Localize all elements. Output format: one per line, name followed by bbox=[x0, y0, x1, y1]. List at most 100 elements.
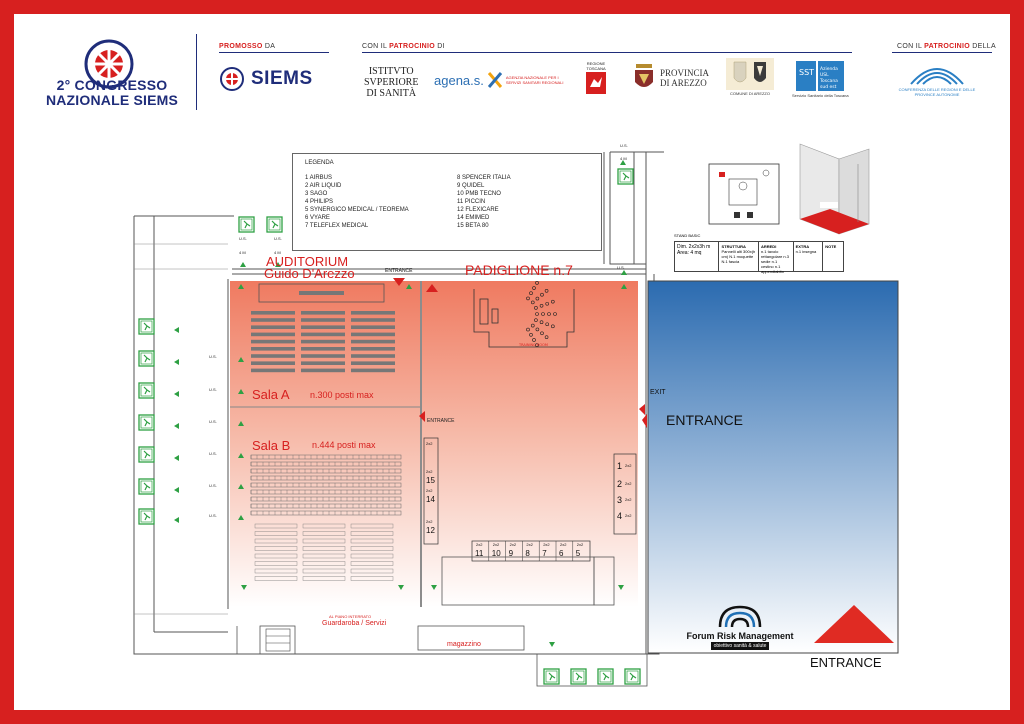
svg-text:Toscana: Toscana bbox=[819, 78, 838, 84]
forum-subtitle: obiettivo sanità & salute bbox=[710, 641, 770, 650]
us-label: U.S. bbox=[209, 354, 217, 359]
forum-risk-management-logo: Forum Risk Management obiettivo sanità &… bbox=[679, 598, 801, 654]
seat-row bbox=[254, 531, 298, 536]
provincia-crest-icon bbox=[635, 64, 653, 87]
us-label: U.S. bbox=[239, 236, 247, 241]
legend-entry: 14 EMIMED bbox=[457, 215, 490, 221]
seat-row bbox=[251, 332, 295, 337]
legend-entry: 10 PMB TECNO bbox=[457, 191, 501, 197]
training-room bbox=[473, 289, 575, 348]
stand-column-right bbox=[613, 453, 637, 535]
comune-crest-icon bbox=[726, 58, 774, 90]
iss-logo: ISTITVTO SVPERIORE DI SANITÀ bbox=[364, 66, 419, 99]
stand-size-label: 2x2 bbox=[426, 488, 433, 493]
header-separator bbox=[196, 34, 197, 110]
training-seat bbox=[553, 312, 557, 316]
seat-row bbox=[251, 347, 295, 351]
exit-marker-icon bbox=[406, 284, 412, 289]
padiglione-area bbox=[422, 281, 638, 607]
floor-plan: TRAINING ROOM bbox=[133, 143, 899, 687]
emergency-exit-icon bbox=[138, 382, 155, 399]
congress-title: 2° CONGRESSO NAZIONALE SIEMS bbox=[32, 78, 192, 108]
exit-marker-icon bbox=[275, 262, 281, 267]
training-seat bbox=[532, 286, 536, 290]
conferenza-regioni-logo: CONFERENZA DELLE REGIONI E DELLE PROVINC… bbox=[897, 64, 977, 97]
stand-number: 6 bbox=[559, 549, 564, 558]
agenas-subtitle: AGENZIA NAZIONALE PER I SERVIZI SANITARI… bbox=[505, 75, 564, 85]
seat-row bbox=[302, 553, 346, 559]
stand-size-label: 2x2 bbox=[625, 463, 632, 468]
entrance-hall-outline bbox=[647, 280, 899, 654]
svg-text:Azienda: Azienda bbox=[820, 66, 838, 72]
seat-row bbox=[350, 546, 394, 551]
exit-marker-icon bbox=[621, 270, 627, 275]
training-seat bbox=[540, 331, 544, 336]
four-m-label: 4 M bbox=[239, 250, 246, 255]
exit-marker-icon bbox=[240, 262, 246, 267]
agenas-wordmark: agena.s. bbox=[434, 72, 484, 88]
emergency-exit-icon bbox=[570, 668, 587, 685]
seat-row bbox=[301, 325, 345, 329]
training-seat bbox=[539, 303, 544, 308]
us-label: U.S. bbox=[620, 143, 628, 148]
training-seat bbox=[530, 300, 535, 305]
exit-marker-icon bbox=[174, 327, 179, 333]
stand-size-label: 2x2 bbox=[576, 542, 584, 547]
auditorium-stage bbox=[258, 283, 385, 303]
legend-entry: 4 PHILIPS bbox=[305, 199, 334, 205]
exit-marker-icon bbox=[238, 357, 244, 362]
seat-row bbox=[351, 347, 395, 351]
exit-arrow-icon bbox=[639, 404, 645, 415]
sala-a-label: Sala A bbox=[252, 387, 290, 402]
us-label: U.S. bbox=[209, 483, 217, 488]
training-seat bbox=[532, 338, 536, 342]
training-seat bbox=[534, 318, 538, 322]
exit-marker-icon bbox=[618, 585, 624, 590]
seat-row bbox=[301, 339, 345, 344]
exit-marker-icon bbox=[238, 515, 244, 520]
stand-size-label: 2x2 bbox=[560, 542, 567, 547]
exit-marker-icon bbox=[174, 391, 179, 397]
us-label: U.S. bbox=[209, 419, 217, 424]
stand-size-label: 2x2 bbox=[476, 542, 483, 547]
emergency-exit-icon bbox=[543, 668, 560, 685]
seat-row bbox=[302, 531, 346, 536]
exit-marker-icon bbox=[398, 585, 404, 590]
training-seat bbox=[526, 296, 530, 301]
main-entrance-label: ENTRANCE bbox=[810, 655, 882, 670]
stand-number: 7 bbox=[542, 549, 547, 558]
lower-rooms bbox=[236, 556, 648, 687]
stand-size-label: 2x2 bbox=[426, 441, 433, 446]
stand-size-label: 2x2 bbox=[543, 542, 550, 547]
usl-toscana-logo: SST Azienda USL Toscana sud est Servizio… bbox=[792, 61, 849, 98]
seat-row bbox=[302, 538, 346, 544]
siems-icon bbox=[220, 67, 244, 91]
legend-entry: 2 AIR LIQUID bbox=[305, 183, 342, 189]
stand-number: 11 bbox=[475, 549, 484, 558]
four-m-label: 4 M bbox=[620, 156, 627, 161]
stand-size-label: 2x2 bbox=[625, 513, 632, 518]
exit-label: EXIT bbox=[650, 389, 666, 396]
exit-marker-icon bbox=[238, 389, 244, 394]
emergency-exit-icon bbox=[138, 350, 155, 367]
us-label: U.S. bbox=[209, 451, 217, 456]
emergency-exit-icon bbox=[138, 414, 155, 431]
legend-title: LEGENDA bbox=[305, 160, 334, 166]
training-seat bbox=[535, 343, 539, 347]
training-seat bbox=[535, 327, 540, 332]
svg-text:sud est: sud est bbox=[820, 84, 837, 90]
regione-toscana-logo: REGIONE TOSCANA bbox=[583, 61, 609, 96]
seat-row bbox=[251, 368, 295, 373]
emergency-exit-icon bbox=[138, 318, 155, 335]
emergency-exit-icon bbox=[597, 668, 614, 685]
training-seat bbox=[545, 301, 549, 306]
training-seat bbox=[539, 320, 544, 325]
emergency-exit-icon bbox=[624, 668, 641, 685]
patrocinio-label: CON IL PATROCINIO DI bbox=[362, 43, 445, 50]
seat-row bbox=[351, 354, 395, 358]
pegasus-crest-icon bbox=[586, 72, 606, 94]
emergency-exit-signs bbox=[138, 168, 641, 685]
stand-size-label: 2x2 bbox=[426, 519, 433, 524]
seat-row bbox=[301, 368, 345, 373]
